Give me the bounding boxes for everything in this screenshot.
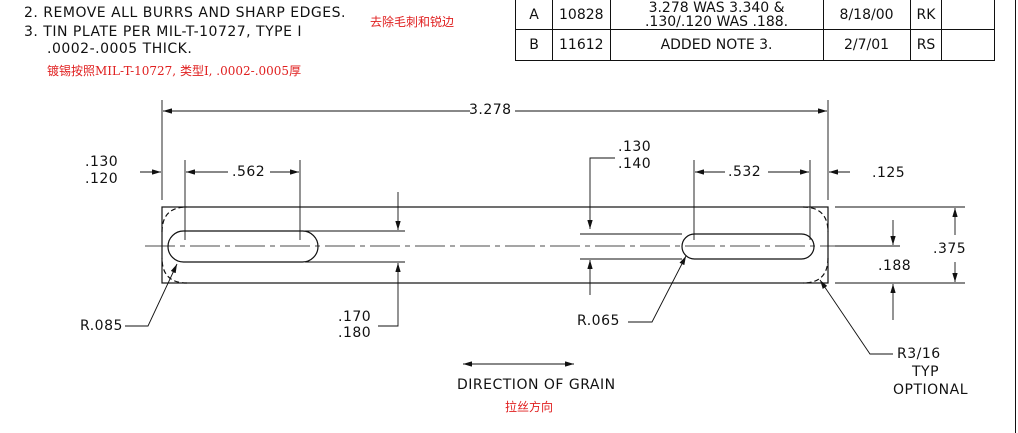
corner-radius-label: R3/16	[897, 346, 941, 362]
dim-slot-center: .188	[878, 258, 912, 274]
dim-left-edge-max: .130	[85, 154, 119, 170]
date-cell: 2/7/01	[822, 29, 911, 61]
dim-mid-max: .140	[618, 156, 652, 172]
note-2: 2. REMOVE ALL BURRS AND SHARP EDGES.	[24, 5, 346, 21]
left-slot	[167, 230, 319, 263]
part-outline	[161, 206, 829, 284]
dim-slot-offset-min: .170	[338, 309, 372, 325]
corner-radius-optional: OPTIONAL	[893, 382, 969, 398]
desc-cell: ADDED NOTE 3.	[609, 29, 824, 61]
note-3-line2: .0002-.0005 THICK.	[47, 41, 193, 57]
right-slot	[681, 233, 815, 260]
border-line	[1015, 0, 1016, 433]
dim-width: .375	[933, 241, 967, 257]
revision-table: A 10828 3.278 WAS 3.340 &.130/.120 WAS .…	[515, 0, 996, 61]
dim-left-radius: R.085	[80, 318, 123, 334]
desc-line: .130/.120 WAS .188.	[644, 13, 789, 30]
corner-radius-typ: TYP	[912, 364, 940, 380]
dim-mid-min: .130	[618, 139, 652, 155]
revision-row: B 11612 ADDED NOTE 3. 2/7/01 RS	[515, 29, 996, 61]
rev-cell: B	[515, 29, 553, 61]
by-cell: RK	[909, 0, 943, 30]
blank-cell	[941, 0, 996, 30]
dim-slot-offset-max: .180	[338, 325, 372, 341]
desc-cell: 3.278 WAS 3.340 &.130/.120 WAS .188.	[609, 0, 824, 30]
dim-left-edge-min: .120	[85, 171, 119, 187]
note-2-translation: 去除毛刺和锐边	[370, 15, 455, 29]
desc-line: 3.278 WAS 3.340 &	[648, 0, 785, 16]
ecn-cell: 11612	[552, 29, 611, 61]
note-3-translation: 镀锡按照MIL-T-10727, 类型I, .0002-.0005厚	[47, 64, 302, 78]
desc-line: ADDED NOTE 3.	[660, 37, 773, 53]
note-3-line1: 3. TIN PLATE PER MIL-T-10727, TYPE I	[24, 24, 303, 40]
dim-right-slot: .532	[728, 164, 762, 180]
dim-left-slot: .562	[232, 164, 266, 180]
dimension-lines	[125, 100, 965, 367]
dim-right-edge: .125	[872, 165, 906, 181]
grain-direction-translation: 拉丝方向	[505, 400, 554, 414]
grain-direction-label: DIRECTION OF GRAIN	[457, 377, 616, 393]
dim-overall-length: 3.278	[469, 102, 512, 118]
optional-corner-radii	[161, 206, 829, 284]
rev-cell: A	[515, 0, 553, 30]
blank-cell	[941, 29, 996, 61]
dim-right-radius: R.065	[577, 313, 620, 329]
revision-row: A 10828 3.278 WAS 3.340 &.130/.120 WAS .…	[515, 0, 996, 30]
